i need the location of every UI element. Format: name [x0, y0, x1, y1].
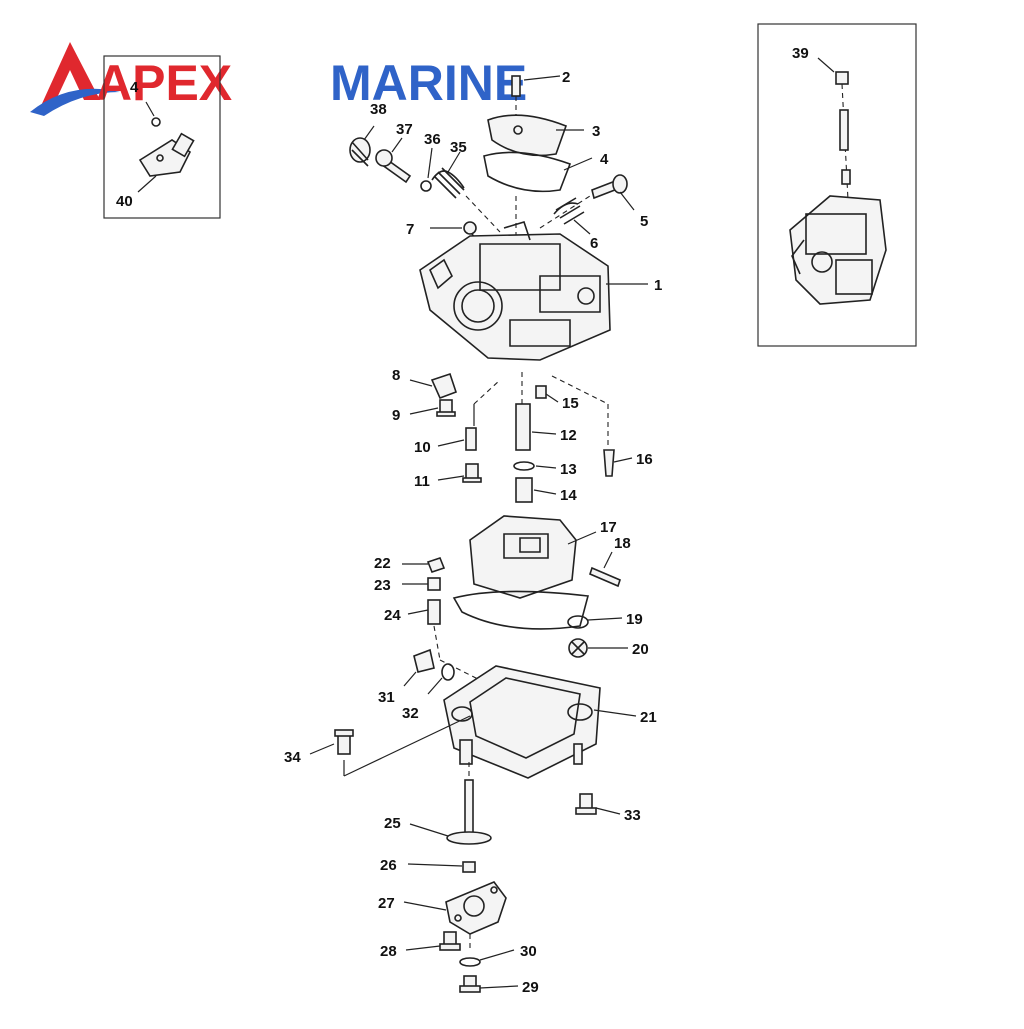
part-6-spring [553, 197, 585, 225]
callout-labels: 2 3 4 5 6 7 1 38 37 36 35 8 9 10 11 12 1… [284, 69, 662, 996]
left-inset: 4 40 [103, 55, 221, 219]
part-24-needle-seat [427, 599, 441, 625]
callout-30: 30 [520, 943, 537, 960]
part-21-float-bowl [443, 665, 601, 779]
callout-19: 19 [626, 611, 643, 628]
triangle-swoosh-logo-icon [30, 42, 120, 116]
callout-14: 14 [560, 487, 577, 504]
part-19-gasket [452, 590, 590, 630]
callout-5: 5 [640, 213, 648, 230]
callout-38: 38 [370, 101, 387, 118]
part-29-screw [459, 975, 481, 993]
callout-18: 18 [614, 535, 631, 552]
callout-12: 12 [560, 427, 577, 444]
callout-27: 27 [378, 895, 395, 912]
callout-26: 26 [380, 857, 397, 874]
callout-37: 37 [396, 121, 413, 138]
callout-21: 21 [640, 709, 657, 726]
right-inset-frame [757, 23, 917, 347]
brand-word-apex: APEX [96, 55, 232, 111]
callout-29: 29 [522, 979, 539, 996]
part-30-washer [459, 957, 481, 967]
callout-13: 13 [560, 461, 577, 478]
callout-3: 3 [592, 123, 600, 140]
callout-36: 36 [424, 131, 441, 148]
part-12-emulsion-tube [515, 403, 531, 451]
part-27-cover [445, 881, 507, 935]
callout-20: 20 [632, 641, 649, 658]
callout-31: 31 [378, 689, 395, 706]
part-10-jet [465, 427, 477, 451]
part-18-pin [589, 566, 621, 588]
part-33-screw [575, 793, 597, 815]
part-31-drain-plug [413, 648, 435, 673]
part-28-screw [439, 931, 461, 951]
callout-2: 2 [562, 69, 570, 86]
part-37-screw [375, 149, 412, 184]
inset-cap-part [835, 71, 849, 85]
part-38-spring [349, 137, 371, 167]
callout-17: 17 [600, 519, 617, 536]
callout-32: 32 [402, 705, 419, 722]
part-14-jet [515, 477, 533, 503]
right-inset: 39 [757, 23, 917, 347]
callout-1: 1 [654, 277, 662, 294]
callout-35: 35 [450, 139, 467, 156]
part-20-filter [568, 638, 588, 658]
callout-15: 15 [562, 395, 579, 412]
part-17-float [469, 515, 577, 599]
part-13-oring [513, 461, 535, 471]
callout-28: 28 [380, 943, 397, 960]
part-25-valve [446, 779, 492, 845]
inset-carburetor-assembly [789, 195, 887, 305]
callout-25: 25 [384, 815, 401, 832]
callout-7: 7 [406, 221, 414, 238]
callout-22: 22 [374, 555, 391, 572]
callout-4: 4 [600, 151, 609, 168]
left-inset-frame [103, 55, 221, 219]
part-32-washer [441, 663, 455, 681]
callout-16: 16 [636, 451, 653, 468]
part-16-needle-valve [603, 449, 615, 477]
callout-23: 23 [374, 577, 391, 594]
callout-33: 33 [624, 807, 641, 824]
brand-logo: APEX MARINE [30, 42, 527, 116]
part-36-oring [420, 180, 432, 192]
callout-10: 10 [414, 439, 431, 456]
part-35-spring [431, 167, 465, 199]
callout-inset-4: 4 [130, 79, 139, 96]
part-11-screw [462, 463, 482, 483]
callout-39: 39 [792, 45, 809, 62]
callout-6: 6 [590, 235, 598, 252]
callout-9: 9 [392, 407, 400, 424]
leader-lines [309, 75, 648, 989]
part-9-screw [436, 399, 456, 417]
part-3-cover [487, 114, 568, 157]
part-2-screw [511, 75, 521, 118]
inset-ball-part [151, 117, 161, 127]
callout-34: 34 [284, 749, 301, 766]
callout-40: 40 [116, 193, 133, 210]
brand-word-marine: MARINE [330, 55, 527, 111]
part-4-gasket [483, 151, 572, 193]
callout-8: 8 [392, 367, 400, 384]
part-23-cap [427, 577, 441, 591]
callout-24: 24 [384, 607, 401, 624]
part-1-carburetor-body [419, 221, 611, 361]
part-26-spring [462, 861, 476, 873]
part-15-screw [535, 385, 547, 399]
part-5-screw [591, 174, 628, 200]
part-34-bolt [334, 729, 354, 755]
callout-11: 11 [414, 473, 430, 490]
part-22-clip [426, 557, 446, 573]
part-8-plate [430, 372, 458, 400]
